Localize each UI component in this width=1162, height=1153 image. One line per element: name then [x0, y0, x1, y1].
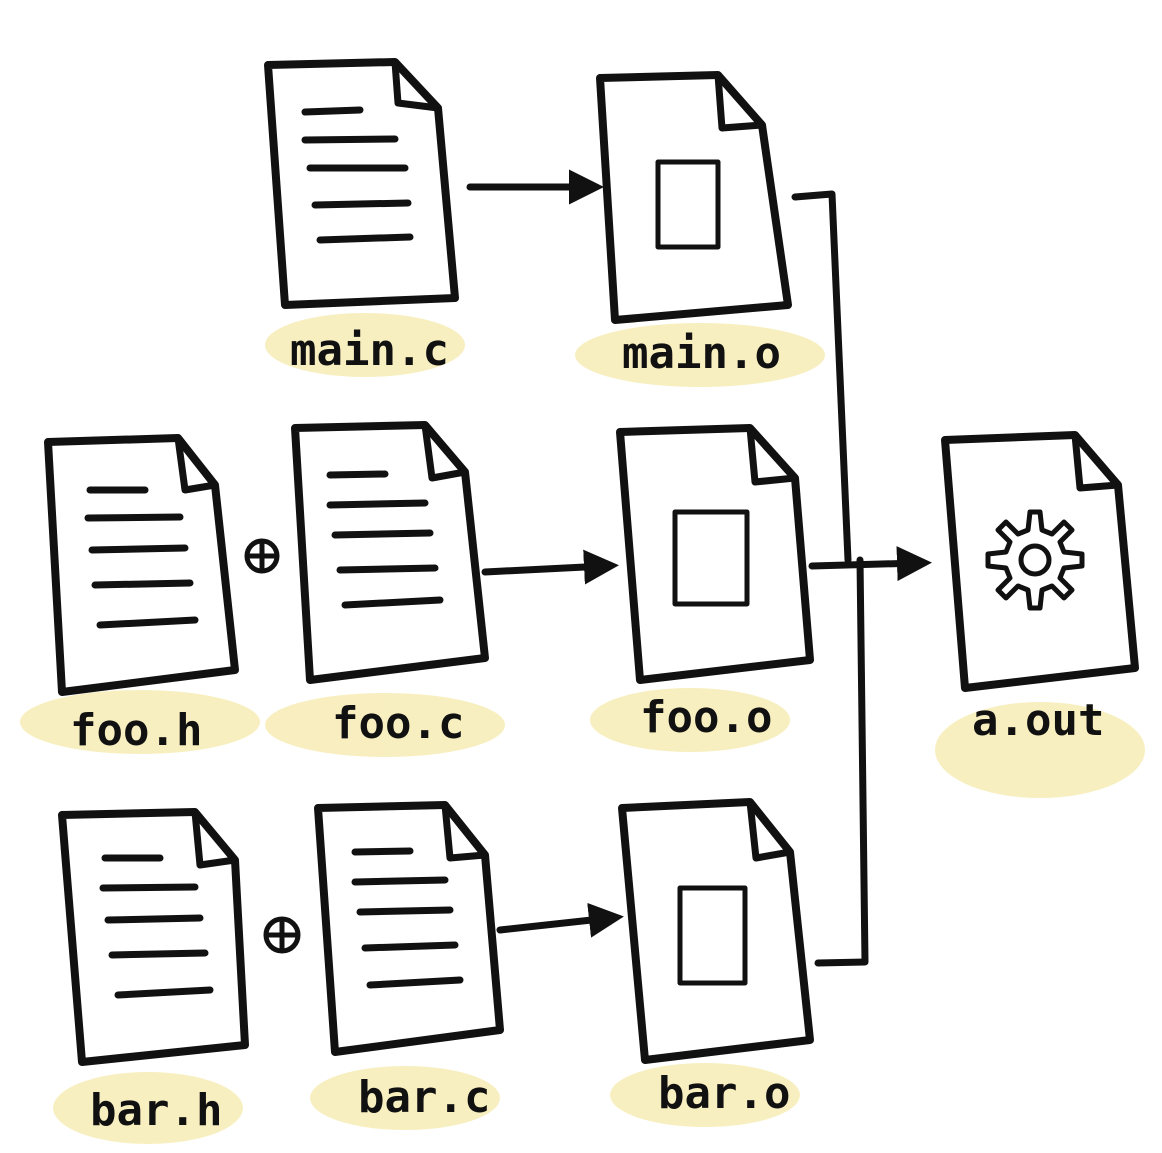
label-main-o: main.o — [622, 328, 781, 379]
label-a-out: a.out — [972, 695, 1104, 746]
label-bar-c: bar.c — [358, 1072, 490, 1123]
text-lines-icon — [301, 106, 414, 244]
compile-arrows — [466, 169, 624, 938]
label-main-c: main.c — [290, 325, 449, 376]
object-block-icon — [677, 885, 748, 986]
highlight-bar-o — [610, 1063, 800, 1127]
highlight-main-c — [265, 313, 465, 377]
object-block-icon — [655, 159, 721, 250]
highlight-a-out — [935, 702, 1145, 798]
highlight-foo-c — [265, 693, 505, 757]
object-file-bar-o: bar.o — [618, 798, 814, 1119]
highlight-foo-o — [590, 688, 790, 752]
header-file-bar-h: bar.h — [58, 808, 249, 1136]
text-lines-icon — [351, 847, 464, 989]
executable-file-a-out: a.out — [941, 431, 1139, 746]
highlight-main-o — [575, 323, 825, 387]
text-lines-icon — [84, 486, 199, 629]
object-block-icon — [672, 509, 750, 607]
text-lines-icon — [326, 470, 444, 609]
arrow-bar-c-to-bar-o — [496, 902, 624, 938]
label-highlights — [20, 313, 1145, 1144]
label-bar-h: bar.h — [90, 1085, 222, 1136]
link-line-main-o — [791, 190, 852, 564]
link-bus — [791, 190, 932, 967]
link-line-bar-o — [814, 556, 869, 967]
text-lines-icon — [99, 854, 214, 999]
label-foo-h: foo.h — [70, 705, 202, 756]
source-file-bar-c: bar.c — [314, 801, 504, 1123]
object-file-main-o: main.o — [596, 71, 792, 379]
highlight-bar-h — [53, 1072, 243, 1144]
object-file-foo-o: foo.o — [616, 424, 814, 743]
highlight-bar-c — [310, 1066, 500, 1130]
plus-operator-foo — [244, 538, 280, 574]
label-foo-c: foo.c — [332, 698, 464, 749]
highlight-foo-h — [20, 690, 260, 754]
gear-icon — [985, 509, 1085, 611]
plus-operator-bar — [263, 916, 301, 954]
label-bar-o: bar.o — [658, 1068, 790, 1119]
source-file-foo-c: foo.c — [291, 421, 489, 749]
arrow-link-to-a-out — [808, 546, 932, 582]
source-file-main-c: main.c — [264, 58, 459, 376]
arrow-foo-c-to-foo-o — [481, 549, 619, 585]
label-foo-o: foo.o — [640, 692, 772, 743]
header-file-foo-h: foo.h — [44, 434, 239, 756]
